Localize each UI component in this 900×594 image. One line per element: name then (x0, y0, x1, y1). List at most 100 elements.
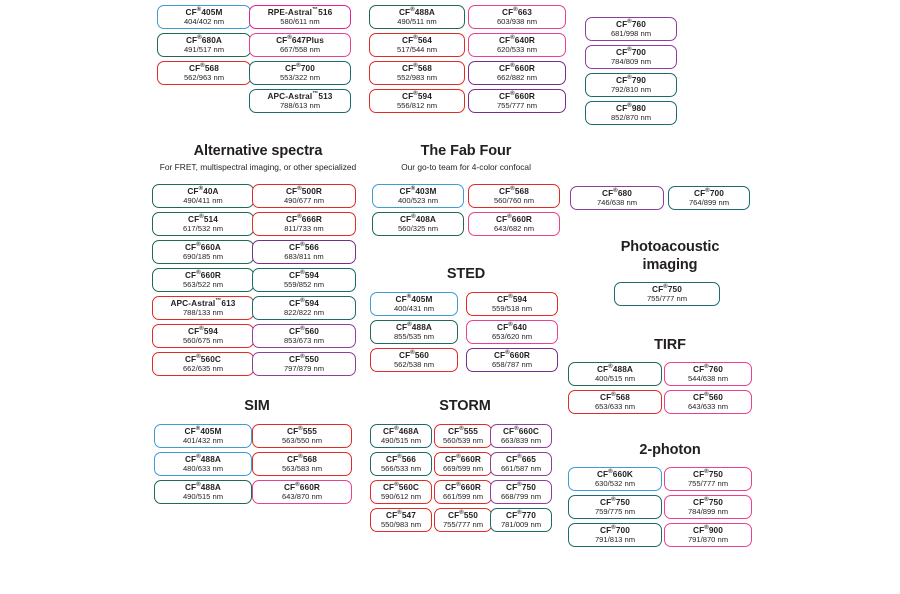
fluorophore-name: CF®666R (285, 213, 323, 224)
excitation-emission-values: 852/870 nm (610, 113, 652, 123)
trademark-symbol: ® (704, 363, 709, 370)
excitation-emission-values: 490/511 nm (397, 17, 437, 27)
fluorophore-name: CF®660C (502, 425, 540, 436)
fluorophore-name: CF®500R (285, 185, 323, 196)
section-title-sted: STED (446, 266, 486, 282)
fluorophore-name: CF®547 (386, 509, 416, 520)
fluorophore-name: CF®790 (616, 74, 646, 85)
excitation-emission-values: 661/587 nm (500, 464, 542, 474)
trademark-symbol: ® (397, 509, 402, 516)
fluorophore-name: CF®550 (289, 353, 319, 364)
trademark-symbol: ® (459, 425, 464, 432)
section-title-tirf: TIRF (654, 337, 686, 353)
fluorophore-name: CF®700 (600, 524, 630, 535)
trademark-symbol: ® (196, 269, 201, 276)
fluorophore-name: APC-Astral™513 (267, 90, 333, 101)
excitation-emission-values: 669/599 nm (442, 464, 484, 474)
trademark-symbol: ® (704, 391, 709, 398)
trademark-symbol: ® (513, 6, 518, 13)
excitation-emission-values: 490/677 nm (283, 196, 325, 206)
excitation-emission-values: 560/325 nm (397, 224, 439, 234)
trademark-symbol: ® (199, 325, 204, 332)
trademark-symbol: ® (611, 496, 616, 503)
excitation-emission-values: 617/532 nm (182, 224, 224, 234)
